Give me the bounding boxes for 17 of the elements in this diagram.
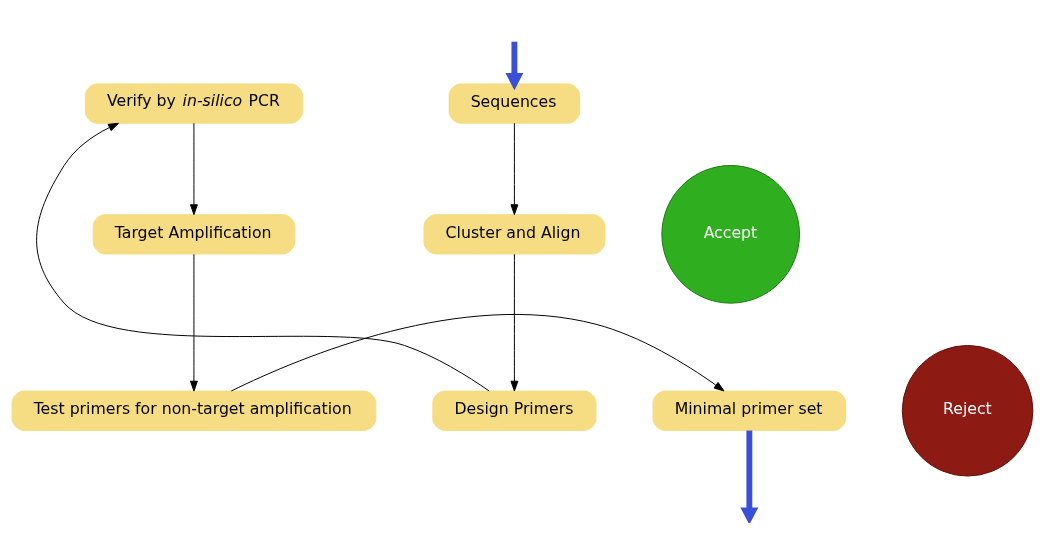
node-box: Minimal primer set [652, 390, 847, 431]
node-box: Verify by in-silico PCR [84, 83, 304, 124]
node-circle: Reject [901, 344, 1034, 477]
node-box: Test primers for non-target amplification [11, 390, 377, 431]
arrow [36, 122, 490, 392]
node-box: Sequences [448, 83, 581, 124]
arrow [510, 122, 519, 216]
node-box: Design Primers [432, 390, 597, 431]
arrow [740, 430, 759, 523]
arrow [190, 122, 198, 216]
arrow [190, 253, 198, 392]
arrow [510, 253, 519, 392]
arrow [230, 314, 725, 392]
arrow [505, 41, 524, 91]
node-box: Target Amplification [92, 214, 296, 255]
node-box: Cluster and Align [423, 214, 606, 255]
node-circle: Accept [661, 165, 800, 304]
